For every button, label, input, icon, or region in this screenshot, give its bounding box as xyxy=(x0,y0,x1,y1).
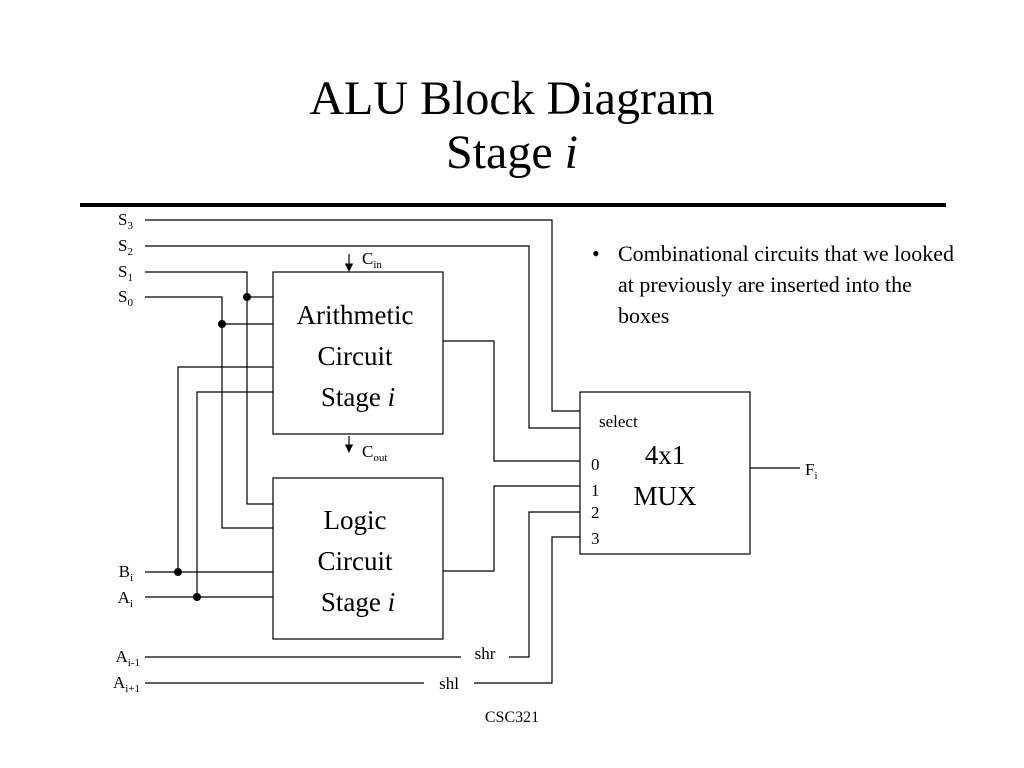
mux-box xyxy=(579,391,751,555)
label-shr: shr xyxy=(475,644,496,663)
mux-label-line-1: 4x1 xyxy=(645,440,686,470)
junction-bi xyxy=(174,568,182,576)
logic-circuit-box xyxy=(272,477,444,640)
label-fi: Fi xyxy=(805,460,818,482)
label-shl: shl xyxy=(439,674,459,693)
logic-label-line-3: Stage i xyxy=(321,587,395,617)
arith-label-line-2: Circuit xyxy=(318,341,393,371)
bullet-mark: • xyxy=(592,241,600,266)
wire-arith-to-mux-0 xyxy=(443,340,580,462)
title-line-2: Stage i xyxy=(0,126,1024,180)
wire-logic-to-mux-1 xyxy=(443,485,580,572)
label-cin: Cin xyxy=(362,249,382,271)
arith-label-line-3: Stage i xyxy=(321,382,395,412)
junction-ai xyxy=(193,593,201,601)
label-bi: Bi xyxy=(119,562,133,584)
logic-label-line-2: Circuit xyxy=(318,546,393,576)
arithmetic-circuit-box xyxy=(272,271,444,435)
wire-ai-to-arith xyxy=(196,391,273,597)
wire-s2 xyxy=(145,245,580,429)
wire-s1 xyxy=(145,271,273,505)
label-ai: Ai xyxy=(118,588,133,610)
label-ai-minus-1: Ai-1 xyxy=(115,647,140,669)
title-line-1: ALU Block Diagram xyxy=(309,72,715,125)
logic-label-line-1: Logic xyxy=(324,505,387,535)
title-stage-word: Stage xyxy=(446,126,565,179)
label-s3: S3 xyxy=(118,210,133,232)
wire-shr-to-mux-2 xyxy=(509,511,580,658)
junction-s1 xyxy=(243,293,251,301)
label-s0: S0 xyxy=(118,287,133,309)
bullet-text: Combinational circuits that we looked at… xyxy=(618,241,955,328)
mux-input-0: 0 xyxy=(591,455,600,474)
label-s1: S1 xyxy=(118,262,133,284)
wire-s3 xyxy=(145,219,580,412)
wire-bi-to-arith xyxy=(177,366,273,572)
mux-input-3: 3 xyxy=(591,529,600,548)
bullet-point: • Combinational circuits that we looked … xyxy=(592,238,962,331)
mux-select-label: select xyxy=(599,412,638,431)
slide-title: ALU Block Diagram Stage i xyxy=(0,72,1024,180)
wire-s0 xyxy=(145,296,273,529)
slide-footer: CSC321 xyxy=(484,709,540,726)
mux-input-2: 2 xyxy=(591,503,600,522)
label-ai-plus-1: Ai+1 xyxy=(113,673,140,695)
label-cout: Cout xyxy=(362,442,387,464)
wire-shl-to-mux-3 xyxy=(474,536,580,684)
title-divider xyxy=(80,203,946,207)
mux-input-1: 1 xyxy=(591,481,600,500)
arith-label-line-1: Arithmetic xyxy=(297,300,414,330)
mux-label-line-2: MUX xyxy=(633,481,697,511)
title-stage-variable: i xyxy=(564,126,578,179)
label-s2: S2 xyxy=(118,236,133,258)
junction-s0 xyxy=(218,320,226,328)
